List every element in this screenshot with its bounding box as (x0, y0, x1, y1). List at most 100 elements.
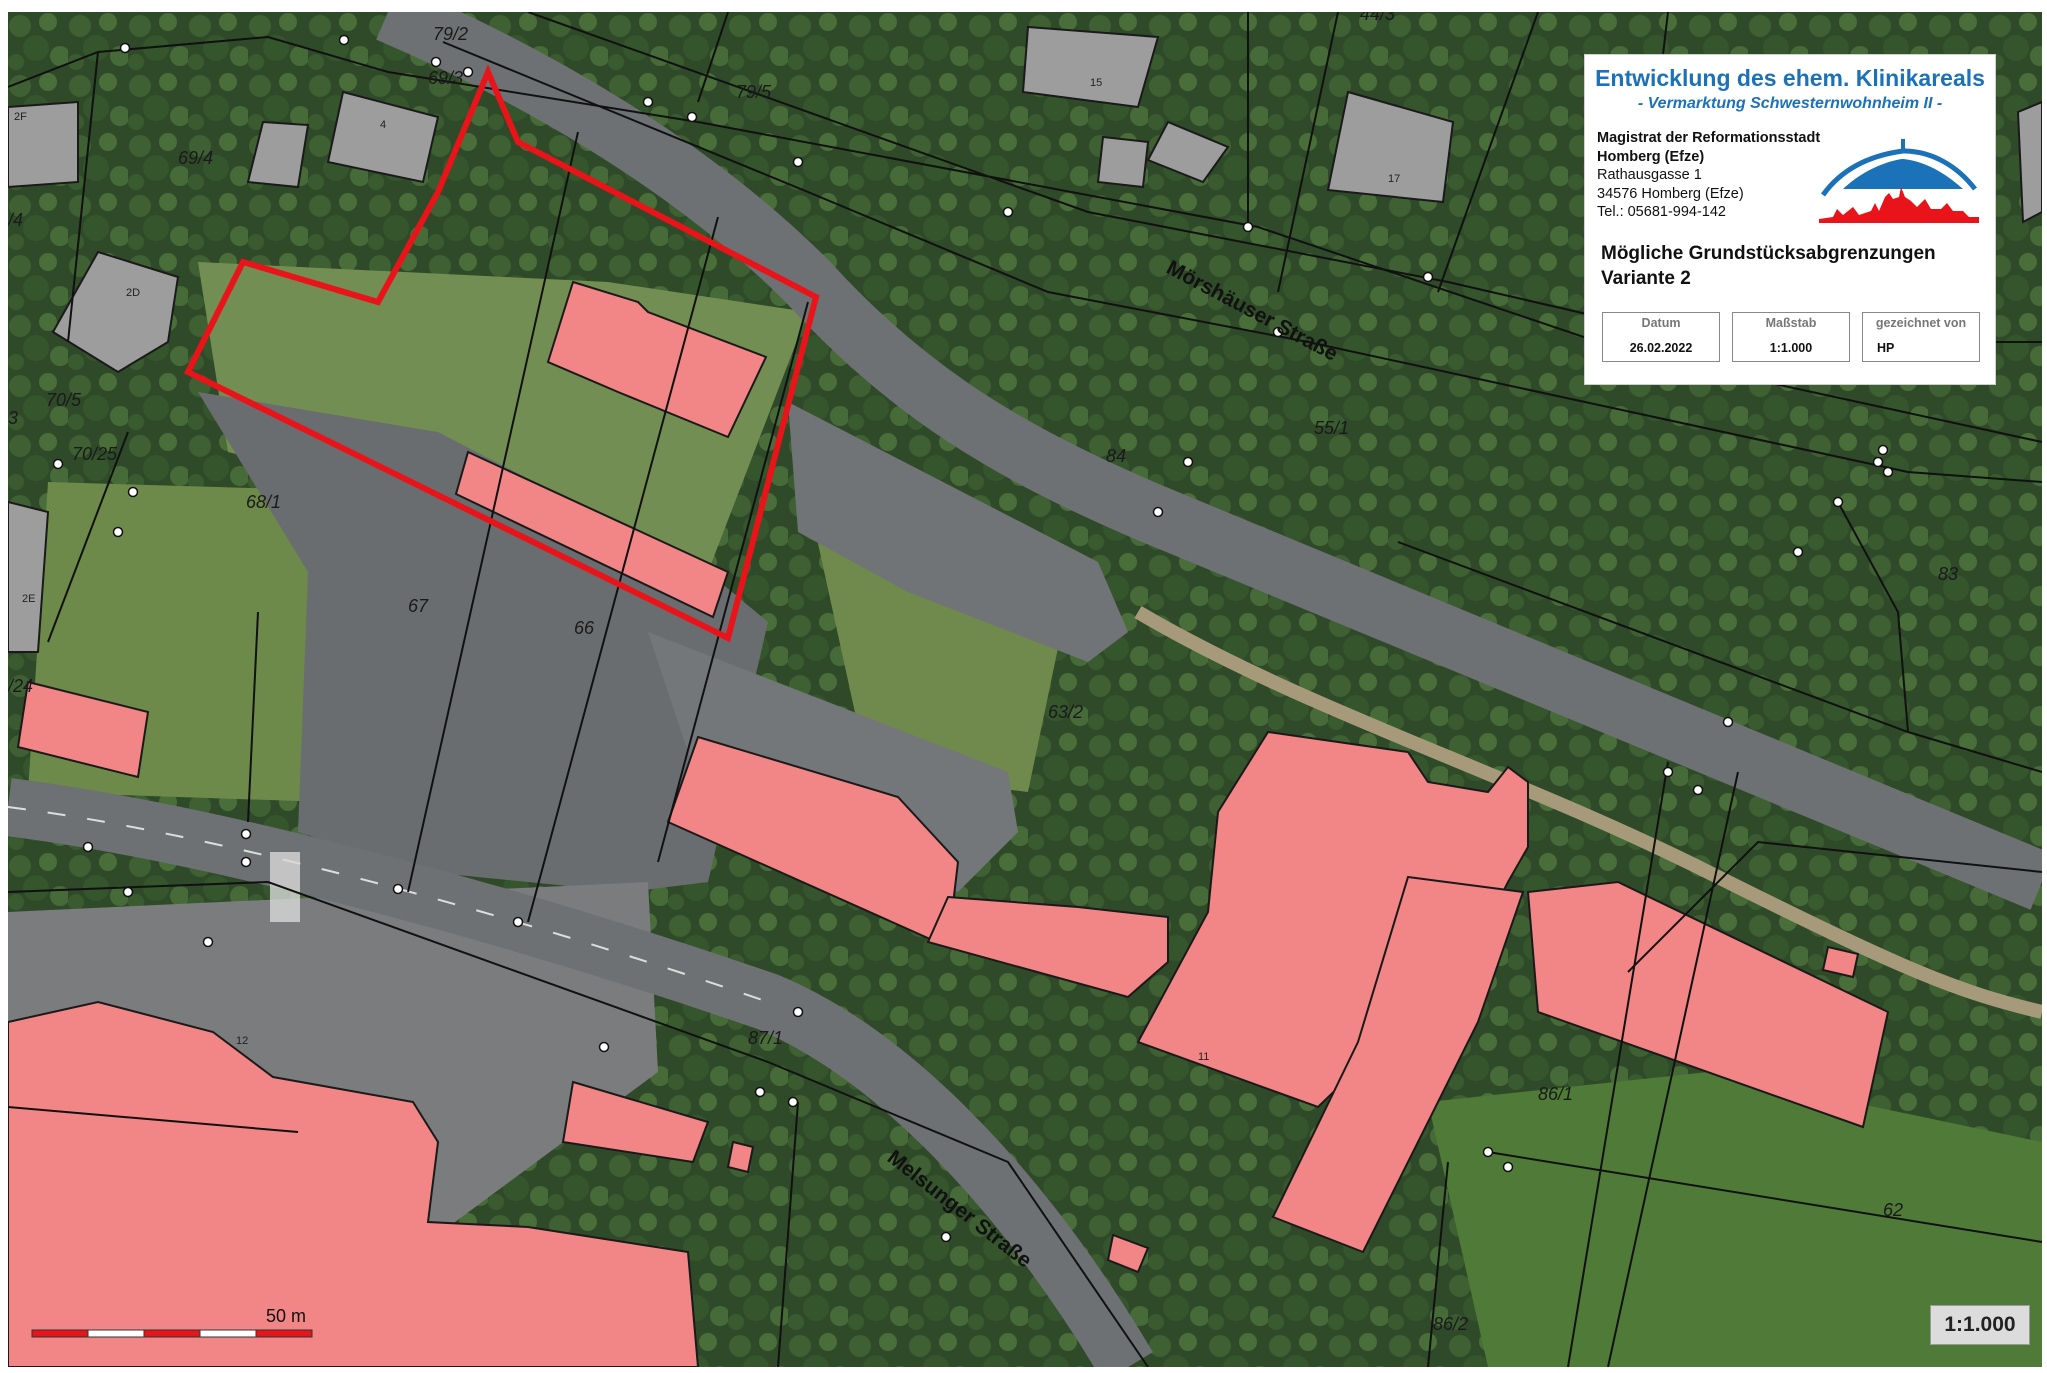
parcel-line (1607, 771, 1739, 1367)
info-box-value: 1:1.000 (1769, 341, 1813, 355)
parcel-line (442, 41, 2042, 483)
footpath (1134, 605, 2042, 1019)
parcel-line (657, 301, 809, 863)
road-centerline (8, 806, 769, 1003)
address-line: 34576 Homberg (Efze) (1597, 185, 1744, 202)
title-block: Entwicklung des ehem. Klinikareals - Ver… (1584, 54, 1996, 385)
existing-buildings (8, 25, 2042, 653)
building-existing (1021, 25, 1160, 109)
info-box-label: Maßstab (1765, 316, 1817, 330)
house-number: 15 (1090, 77, 1102, 89)
scale-badge: 1:1.000 (1930, 1305, 2030, 1345)
proposed-building (1271, 875, 1525, 1254)
house-number: 11 (1198, 1051, 1209, 1063)
parcel-labels: 79/2 69/3 79/5 44/3 2F 69/4 /4 70/5 70/2… (8, 12, 1958, 1334)
parcel-label: 62 (1883, 1200, 1903, 1220)
homberg-city-silhouette-icon (1819, 139, 1979, 223)
parcel-label: 44/3 (1360, 12, 1395, 24)
info-box-label: gezeichnet von (1875, 316, 1967, 330)
parcel-line (407, 131, 579, 893)
title-block-subtitle: - Vermarktung Schwesternwohnheim II - (1637, 95, 1943, 112)
building-existing (326, 90, 440, 184)
scale-bar-label: 50 m (266, 1306, 306, 1326)
building-existing (8, 100, 79, 189)
proposed-building (1526, 880, 1890, 1129)
proposed-building (561, 1080, 710, 1164)
parcel-label: 69/3 (428, 68, 463, 88)
parcel-label: 84 (1106, 446, 1126, 466)
house-number: 2E (22, 593, 35, 605)
parcel-label: 63/2 (1048, 702, 1083, 722)
proposed-building (1106, 1233, 1150, 1274)
parcel-label: 86/2 (1433, 1314, 1468, 1334)
building-existing (246, 120, 310, 189)
address-block: Magistrat der Reformationsstadt Homberg … (1597, 129, 1820, 222)
parcel-line (8, 880, 1149, 1367)
parcel-label: 83 (1938, 564, 1958, 584)
house-number: 12 (236, 1035, 248, 1047)
heading-line: Variante 2 (1601, 268, 1691, 289)
proposed-building (1136, 730, 1529, 1109)
address-line: Homberg (Efze) (1597, 148, 1705, 165)
building-existing (51, 250, 180, 374)
info-box-value: 26.02.2022 (1629, 341, 1693, 355)
boundary-markers (52, 34, 1894, 1243)
proposed-building (454, 450, 730, 619)
parking-area (788, 402, 1128, 662)
proposed-building (546, 280, 768, 439)
proposed-building (926, 895, 1169, 999)
building-existing (1326, 90, 1455, 204)
parcel-label: 79/2 (433, 24, 468, 44)
meadow-area (1428, 1072, 2042, 1367)
scale-bar: 50 m (31, 1306, 313, 1338)
parcel-line (1627, 840, 2042, 973)
parcel-line (1427, 1161, 1449, 1367)
parcel-label: 2F (14, 111, 27, 123)
proposed-building (8, 1000, 700, 1367)
parcel-line (8, 1106, 299, 1133)
address-line: Rathausgasse 1 (1597, 167, 1702, 183)
title-block-heading: Mögliche Grundstücksabgrenzungen Variant… (1601, 241, 1936, 291)
parcel-label: 55/1 (1314, 418, 1349, 438)
parcel-label: 67 (408, 596, 429, 616)
parcel-line (1837, 501, 1909, 733)
highlighted-plot-boundary[interactable] (183, 64, 820, 643)
parcel-label: 3 (8, 408, 18, 428)
info-box-value: HP (1877, 341, 1895, 355)
house-number: 17 (1388, 173, 1400, 185)
parcel-line (247, 611, 259, 823)
info-box-scale: Maßstab 1:1.000 (1732, 312, 1850, 362)
parcel-line (697, 12, 729, 103)
info-box-drawn-by: gezeichnet von HP (1862, 312, 1980, 362)
title-block-title: Entwicklung des ehem. Klinikareals (1595, 65, 1985, 91)
parcel-label: 70/25 (72, 444, 118, 464)
parcel-line (1567, 761, 1669, 1367)
house-number: 2D (126, 287, 140, 299)
building-existing (8, 500, 50, 653)
proposed-buildings (8, 280, 1890, 1367)
house-number: 4 (380, 119, 386, 131)
parcel-line (47, 431, 129, 643)
parcel-line (1487, 1151, 2042, 1243)
building-existing (1096, 135, 1150, 189)
parcel-label: 87/1 (748, 1028, 783, 1048)
road-moershaeuser-strasse (376, 12, 2042, 910)
parking-area (198, 392, 768, 892)
parcel-line (1437, 12, 1539, 293)
building-existing (2016, 100, 2042, 224)
parcel-line (527, 216, 719, 923)
parcel-line (777, 1101, 799, 1367)
proposed-building (16, 680, 150, 779)
address-line: Magistrat der Reformationsstadt (1597, 130, 1821, 146)
proposed-building (726, 1140, 755, 1174)
parcel-line (67, 51, 99, 343)
info-box-label: Datum (1641, 316, 1681, 330)
parcel-label: 86/1 (1538, 1084, 1573, 1104)
parcel-label: 68/1 (246, 492, 281, 512)
address-line: Tel.: 05681-994-142 (1597, 204, 1726, 220)
parcel-label: 66 (574, 618, 595, 638)
parcel-label: 69/4 (178, 148, 213, 168)
parcel-label: /24 (8, 676, 33, 696)
building-existing (1146, 120, 1230, 184)
parcel-label: 70/5 (46, 390, 82, 410)
